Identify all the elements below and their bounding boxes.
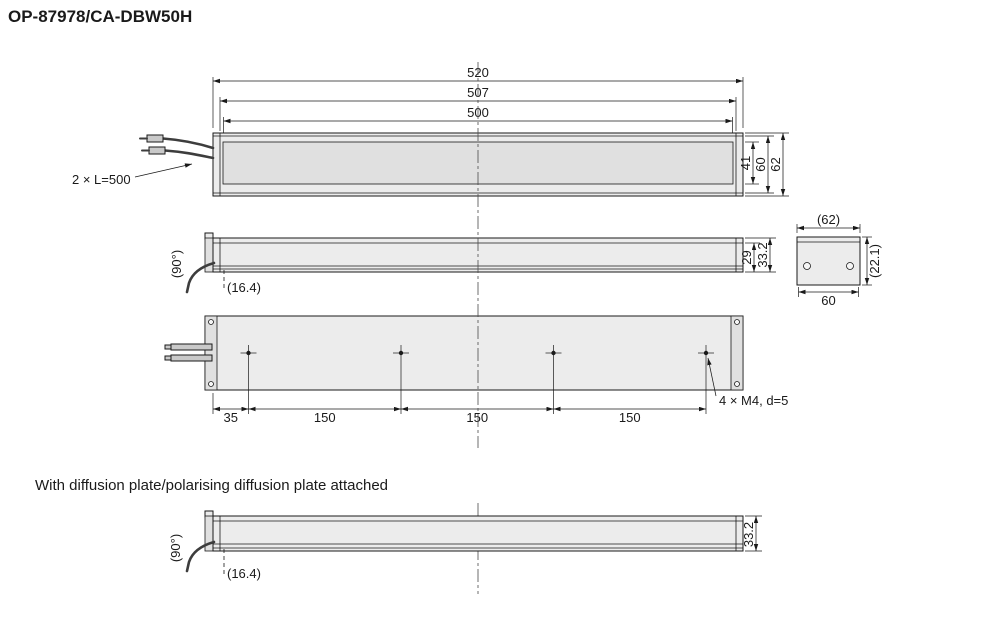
crimp-terminal — [148, 146, 166, 155]
power-cable — [163, 149, 215, 160]
cable-offset-label: (16.4) — [227, 566, 261, 581]
end-width-ref-label: (62) — [817, 212, 840, 227]
right-end-cap — [730, 315, 744, 391]
mounting-holes — [240, 345, 714, 361]
mounting-hole — [393, 345, 409, 361]
end-view: (62) 60 (22.1) — [796, 212, 882, 308]
cap-screw — [734, 381, 740, 387]
side-view: (90°) (16.4) 29 33.2 — [169, 232, 776, 295]
dim-150-label: 150 — [619, 410, 641, 425]
cable-leader-line — [134, 163, 193, 178]
front-right-dimensions: 41 60 62 — [738, 132, 789, 197]
cable-angle-label: (90°) — [169, 250, 184, 278]
cable-length-label: 2 × L=500 — [72, 172, 131, 187]
attached-side-view: (90°) (16.4) 33.2 — [168, 510, 762, 581]
cable-angle-label: (90°) — [168, 534, 183, 562]
dim-150-label: 150 — [314, 410, 336, 425]
bottom-view: 4 × M4, d=5 35 150 150 150 — [164, 315, 788, 425]
bottom-housing — [204, 315, 744, 391]
terminal-bar — [170, 343, 213, 351]
page-title: OP-87978/CA-DBW50H — [8, 7, 192, 26]
front-cables: 2 × L=500 — [72, 134, 215, 187]
bent-cable — [185, 261, 216, 294]
end-width-label: 60 — [821, 293, 835, 308]
dim-62-label: 62 — [768, 157, 783, 171]
end-screw-hole — [803, 262, 811, 270]
mounting-hole — [698, 345, 714, 361]
terminal-bar — [170, 354, 213, 362]
hole-leader-line — [707, 357, 717, 397]
dim-60-label: 60 — [753, 157, 768, 171]
side-right-dimensions: 29 33.2 — [739, 237, 776, 273]
dim-33-2-label: 33.2 — [741, 522, 756, 547]
attached-right-dimension: 33.2 — [741, 515, 762, 552]
attachment-note: With diffusion plate/polarising diffusio… — [35, 477, 388, 494]
dim-33-2-label: 33.2 — [755, 242, 770, 267]
crimp-terminal — [146, 134, 164, 143]
end-height-ref-label: (22.1) — [867, 244, 882, 278]
terminal-tip — [164, 344, 172, 350]
bent-cable — [185, 540, 216, 573]
dim-29-label: 29 — [739, 250, 754, 264]
end-screw-hole — [846, 262, 854, 270]
left-end-cap — [204, 315, 218, 391]
dim-41-label: 41 — [738, 156, 753, 170]
mounting-hole — [240, 345, 257, 361]
power-cable — [161, 137, 215, 150]
terminal-tip — [164, 355, 172, 361]
front-view: 520 507 500 2 × — [72, 65, 789, 197]
mounting-hole — [545, 345, 562, 361]
end-cap — [796, 236, 861, 286]
cap-screw — [208, 319, 214, 325]
cap-screw — [734, 319, 740, 325]
hole-spec-label: 4 × M4, d=5 — [719, 393, 788, 408]
bottom-cable-terminals — [164, 343, 213, 362]
cap-screw — [208, 381, 214, 387]
dim-150-label: 150 — [466, 410, 488, 425]
bottom-pitch-dimensions: 35 150 150 150 — [212, 361, 707, 425]
dim-35-label: 35 — [224, 410, 238, 425]
cable-offset-label: (16.4) — [227, 280, 261, 295]
front-body — [212, 132, 744, 197]
side-housing-with-plate — [212, 515, 744, 552]
